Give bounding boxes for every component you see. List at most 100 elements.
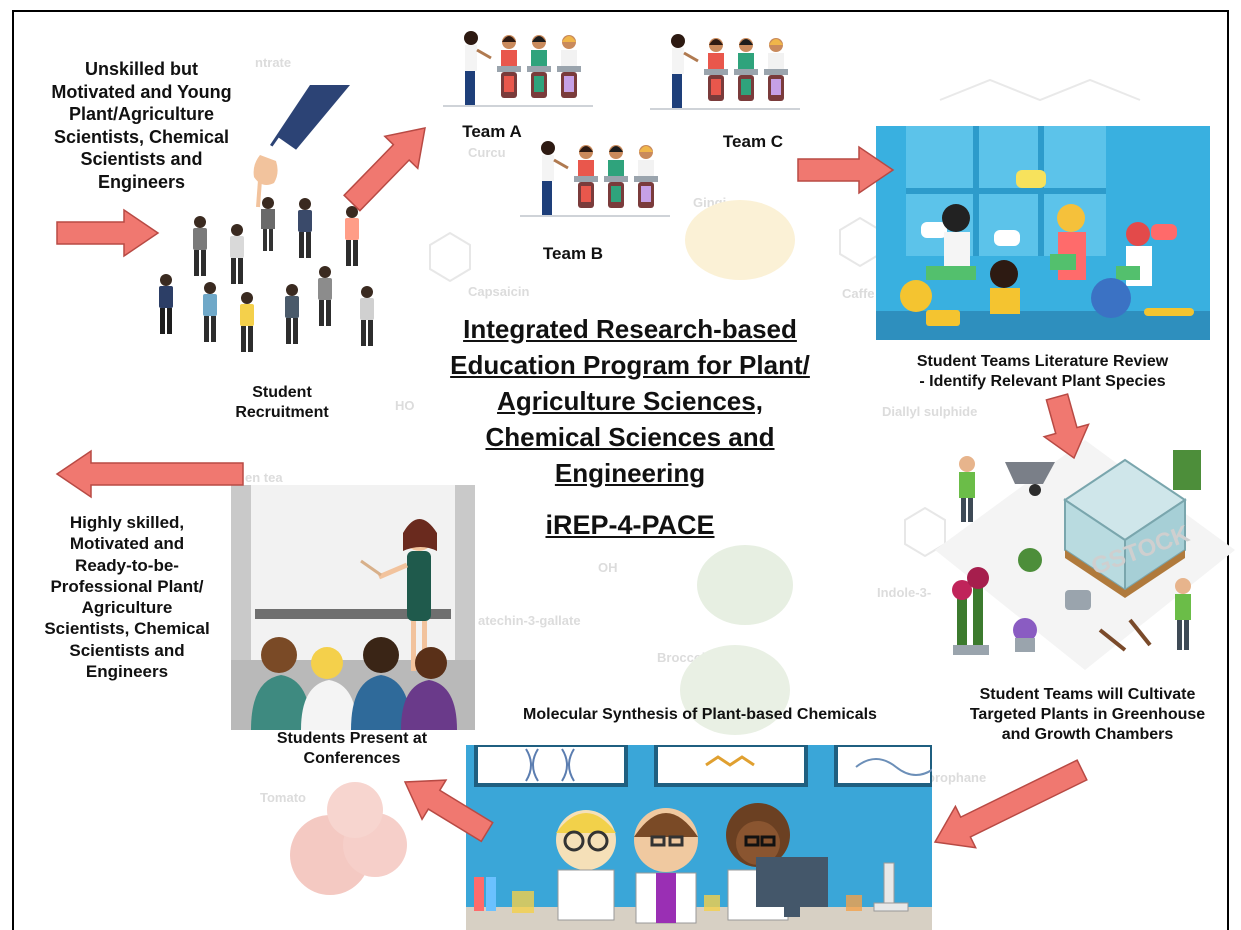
student-legs [534, 76, 544, 92]
recruit-figure [298, 198, 312, 258]
input-students-label: Unskilled but Motivated and Young Plant/… [51, 59, 232, 192]
bg-word: HO [395, 398, 415, 413]
student-desk [557, 66, 581, 72]
literature-review-label: Student Teams Literature Review - Identi… [916, 353, 1169, 390]
student-legs [611, 186, 621, 202]
student-legs [564, 76, 574, 92]
arrow-output [55, 449, 244, 499]
present-label: Students Present at Conferences [276, 730, 428, 767]
student-hair [709, 39, 723, 45]
student-shirt [578, 160, 594, 178]
teacher-arm [553, 158, 569, 170]
recruit-figure [285, 284, 299, 344]
teacher-head [541, 141, 555, 155]
teacher-legs [542, 181, 552, 215]
student-hair [532, 36, 546, 42]
recruit-figure [345, 206, 359, 266]
presentation-image [231, 485, 475, 730]
student-desk [497, 66, 521, 72]
student-hair [769, 39, 783, 45]
recruit-figure [318, 266, 332, 326]
teacher-head [671, 34, 685, 48]
greenhouse-illustration: GSTOCK [935, 440, 1235, 670]
student-desk [734, 69, 758, 75]
teacher-arm [476, 48, 492, 60]
team-c-label: Team C [722, 132, 784, 151]
student-legs [581, 186, 591, 202]
student-shirt [768, 53, 784, 71]
student-desk [764, 69, 788, 75]
student-legs [741, 79, 751, 95]
student-shirt [738, 53, 754, 71]
student-shirt [638, 160, 654, 178]
bg-word: Caffe [842, 286, 875, 301]
arrow-to-literature [797, 145, 895, 195]
student-desk [527, 66, 551, 72]
classroom-team-c [650, 34, 800, 110]
student-legs [711, 79, 721, 95]
arrow-to-teams [343, 127, 426, 212]
arrow-to-synthesis [933, 759, 1088, 849]
output-students-label: Highly skilled, Motivated and Ready-to-b… [44, 513, 210, 681]
diagram-frame [12, 10, 1229, 930]
student-legs [641, 186, 651, 202]
student-hair [609, 146, 623, 152]
program-acronym: iREP-4-PACE [545, 510, 715, 540]
recruitment-illustration [253, 85, 350, 251]
team-b-label: Team B [542, 244, 604, 263]
bg-word: atechin-3-gallate [478, 613, 581, 628]
student-shirt [608, 160, 624, 178]
recruit-figure [159, 274, 173, 334]
student-legs [771, 79, 781, 95]
synthesis-label: Molecular Synthesis of Plant-based Chemi… [523, 706, 877, 723]
recruit-figure [230, 224, 244, 284]
teacher-head [464, 31, 478, 45]
bg-word: Curcu [468, 145, 506, 160]
teacher-arm [683, 51, 699, 63]
student-desk [634, 176, 658, 182]
student-shirt [531, 50, 547, 68]
teacher-body [542, 155, 554, 181]
teacher-body [465, 45, 477, 71]
recruit-figure [203, 282, 217, 342]
arrow-to-greenhouse [1042, 393, 1090, 460]
student-desk [604, 176, 628, 182]
arrow-input [56, 208, 160, 258]
recruitment-label: Student Recruitment [235, 384, 329, 421]
student-shirt [708, 53, 724, 71]
student-desk [574, 176, 598, 182]
student-shirt [561, 50, 577, 68]
bg-word: Tomato [260, 790, 306, 805]
bg-word: orophane [927, 770, 987, 785]
recruit-figure [360, 286, 374, 346]
teacher-legs [672, 74, 682, 108]
classroom-team-a [443, 31, 593, 107]
student-legs [504, 76, 514, 92]
team-a-label: Team A [462, 122, 522, 141]
recruit-figure [193, 216, 207, 276]
arrow-to-present [403, 779, 494, 843]
student-hair [739, 39, 753, 45]
recruit-figure [240, 292, 254, 352]
student-hair [502, 36, 516, 42]
student-hair [639, 146, 653, 152]
bg-word: OH [598, 560, 618, 575]
bg-word: en tea [245, 470, 283, 485]
student-hair [562, 36, 576, 42]
student-desk [704, 69, 728, 75]
student-hair [579, 146, 593, 152]
bg-word: ntrate [255, 55, 292, 70]
teacher-body [672, 48, 684, 74]
teacher-legs [465, 71, 475, 105]
bg-word: Capsaicin [468, 284, 530, 299]
classroom-team-b [520, 141, 670, 217]
student-shirt [501, 50, 517, 68]
literature-review-image [876, 126, 1210, 340]
bg-word: Diallyl sulphide [882, 404, 978, 419]
lab-synthesis-image [466, 745, 932, 930]
